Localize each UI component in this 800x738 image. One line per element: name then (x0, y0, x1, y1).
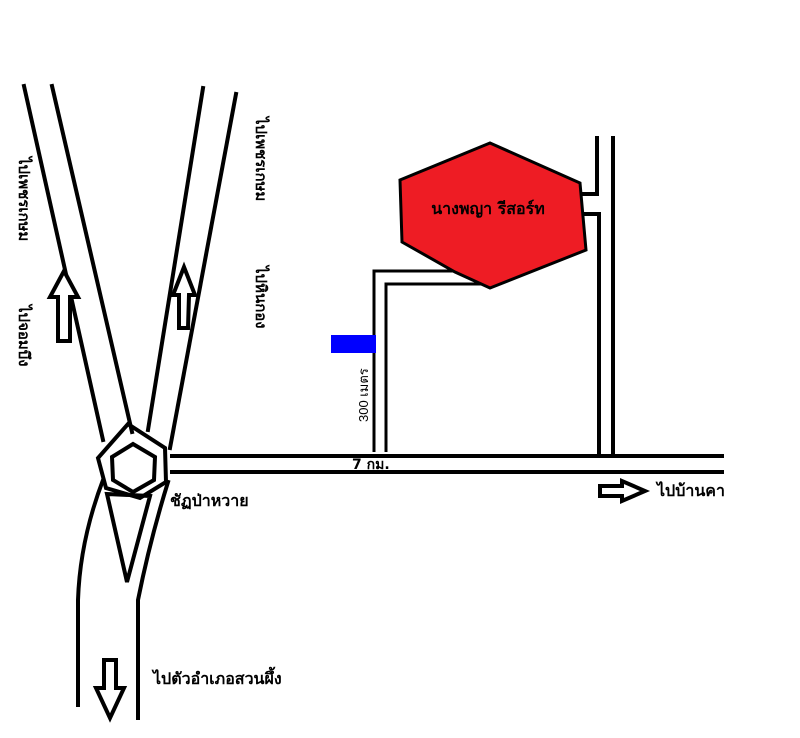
roundabout-outer (95, 421, 169, 501)
label-distance-side: 300 เมตร (356, 368, 371, 422)
road-west-inner-edge (49, 83, 135, 435)
road-north-left-edge (145, 85, 206, 433)
road-south-right-edge (136, 479, 171, 720)
resort-access-road-left (372, 269, 470, 452)
arrow-up-north-icon (170, 261, 198, 330)
road-west-outer-edge (21, 83, 106, 443)
resort-name: นางพญา รีสอร์ท (431, 199, 545, 219)
arrow-down-south-icon (92, 658, 128, 723)
label-center-bottom: ไปหินกอง (252, 264, 271, 329)
road-east-vertical-left (577, 136, 599, 196)
arrow-up-west-icon (46, 266, 82, 343)
arrow-right-east-icon (598, 477, 651, 505)
road-east-vertical-left-lower (578, 212, 601, 454)
label-distance-main: 7 กม. (352, 457, 390, 473)
road-north-right-edge (167, 91, 239, 451)
label-junction: ชัฏป่าหวาย (170, 491, 249, 510)
label-center-top: ไปเพชรเกษม (252, 115, 271, 201)
road-south-left-edge (76, 477, 106, 707)
traffic-island-south (104, 491, 153, 583)
blue-location-marker (331, 335, 376, 353)
resort-access-road-right (384, 282, 492, 452)
label-west-top: ไปเพชรเกษม (15, 155, 34, 241)
label-west-bottom: ไปจอมบึง (15, 303, 34, 367)
resort-marker (398, 141, 588, 290)
label-east: ไปบ้านคา (655, 481, 725, 500)
label-south: ไปตัวอำเภอสวนผึ้ง (151, 666, 282, 688)
roundabout-center-island (109, 441, 158, 495)
